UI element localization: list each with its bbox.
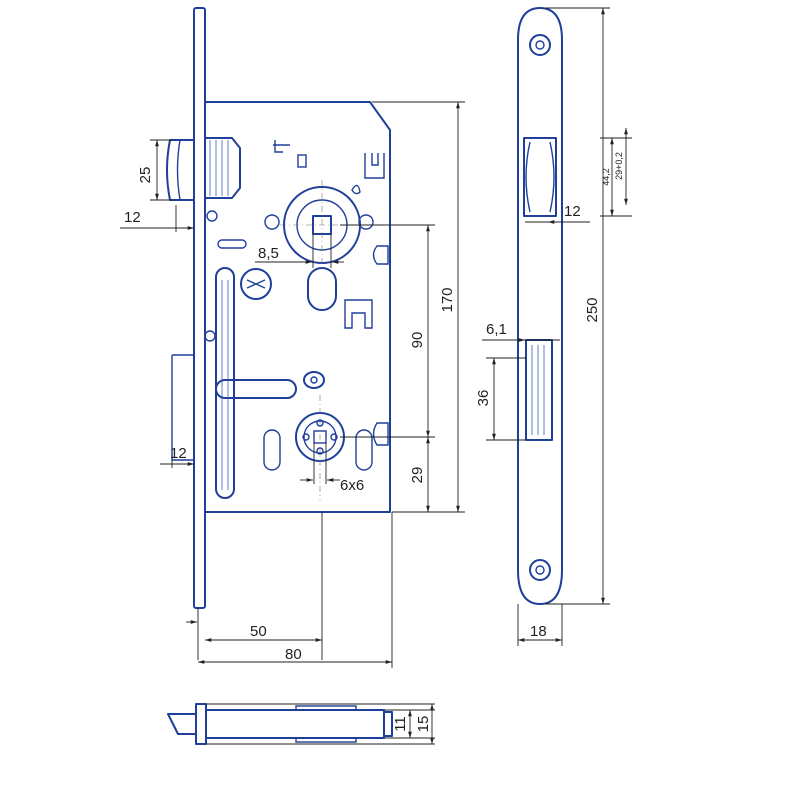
dim-label-faceplate-thickness: 11 <box>392 716 409 732</box>
dim-strike-bolt-offset: 6,1 <box>482 321 560 342</box>
dim-label-backset: 50 <box>250 623 267 640</box>
dim-strike-latch-depth: 12 <box>525 203 590 224</box>
dim-label-body-width: 80 <box>285 646 302 663</box>
lock-side-view <box>167 703 393 745</box>
dim-spindle-to-keyhole: 90 <box>340 224 435 438</box>
dim-label-latch-offset: 12 <box>124 209 141 226</box>
dim-label-strike-bolt-offset: 6,1 <box>486 321 507 338</box>
faceplate <box>193 7 206 609</box>
screw <box>240 268 272 300</box>
dim-label-latch-height: 25 <box>137 167 154 184</box>
dim-strike-latch-opening: 44,2 29+0,2 <box>600 128 632 217</box>
lock-case <box>204 101 391 513</box>
slot-lower-right <box>355 429 373 471</box>
dim-label-strike-latch-opening-small: 44,2 <box>601 168 611 186</box>
slot-lower-left <box>263 429 281 471</box>
long-lever <box>215 267 297 499</box>
dim-keyhole-square: 6x6 <box>300 443 364 494</box>
hook-part <box>344 299 373 329</box>
dim-label-strike-latch-opening: 29+0,2 <box>614 152 624 180</box>
dim-body-width: 80 <box>198 512 393 668</box>
dim-label-spindle-square: 8,5 <box>258 245 279 262</box>
dim-label-bolt-offset: 12 <box>170 445 187 462</box>
strike-plate <box>517 7 563 605</box>
dim-spindle-square: 8,5 <box>255 234 344 268</box>
dim-thickness: 11 15 <box>206 703 435 745</box>
dim-bolt-offset: 12 <box>160 445 194 468</box>
top-small-parts <box>273 140 385 195</box>
dim-label-keyhole-square: 6x6 <box>340 477 364 494</box>
dim-keyhole-to-bottom: 29 <box>409 437 430 512</box>
dim-label-overall-thickness: 15 <box>415 716 432 733</box>
slot-lower-edge <box>372 422 389 446</box>
dim-backset: 50 <box>186 512 323 660</box>
dim-label-strike-bolt-height: 36 <box>475 390 492 407</box>
dim-label-body-height: 170 <box>439 287 456 312</box>
dim-strike-bolt-height: 36 <box>475 357 526 441</box>
central-oval-slot <box>307 267 337 311</box>
dim-strike-width: 18 <box>517 604 563 646</box>
latch-bolt <box>166 137 241 222</box>
dim-label-strike-length: 250 <box>584 297 601 322</box>
dim-label-strike-latch-depth: 12 <box>564 203 581 220</box>
lock-body-front-view <box>166 7 391 609</box>
dim-latch-offset: 12 <box>120 205 194 232</box>
dim-strike-length: 250 <box>545 7 610 605</box>
dim-latch-height: 25 <box>137 139 172 201</box>
dim-label-strike-width: 18 <box>530 623 547 640</box>
bolt-screw <box>204 330 216 342</box>
dim-label-spindle-to-keyhole: 90 <box>409 332 426 349</box>
dim-body-height: 170 <box>372 101 465 513</box>
slot-upper-right <box>372 245 389 265</box>
dim-label-keyhole-to-bottom: 29 <box>409 467 426 484</box>
small-pin <box>303 371 325 389</box>
slot-upper-left <box>217 239 247 249</box>
